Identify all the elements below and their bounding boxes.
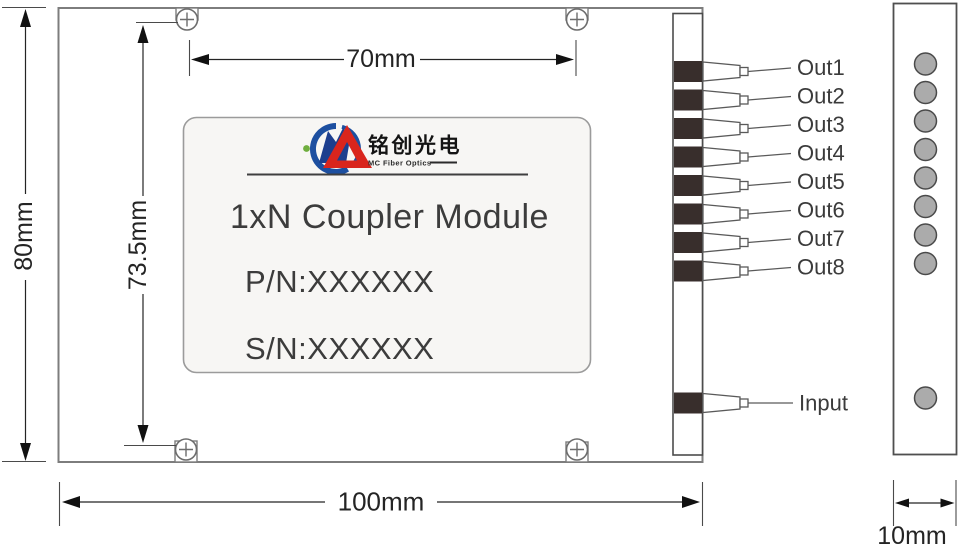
port-hole bbox=[913, 52, 938, 76]
serial-number: S/N:XXXXXX bbox=[245, 331, 434, 366]
port-hole bbox=[913, 137, 938, 162]
arrow-down-icon bbox=[20, 443, 31, 461]
front-view: Out1 Out2 Out3 Out4 Out5 Out6 Out7 Out8 bbox=[57, 7, 848, 463]
output-connector-8 bbox=[673, 259, 749, 283]
output-connector-1 bbox=[673, 60, 749, 83]
extension-lines bbox=[892, 480, 957, 526]
screw-top-right bbox=[565, 7, 589, 31]
brand-logo bbox=[303, 123, 372, 175]
arrow-up-icon bbox=[137, 25, 149, 43]
arrow-right-icon bbox=[940, 498, 955, 508]
port-hole bbox=[913, 194, 938, 219]
dimension-label: 10mm bbox=[877, 522, 946, 550]
brand-name-en: MC Fiber Optics bbox=[368, 159, 432, 168]
output-port-label: Out7 bbox=[797, 226, 845, 251]
leader-line bbox=[747, 181, 792, 187]
port-hole bbox=[913, 109, 938, 133]
leader-line bbox=[747, 67, 792, 73]
screw-top-left bbox=[175, 7, 199, 31]
screw-cross-icon bbox=[179, 442, 193, 457]
port-hole bbox=[913, 80, 938, 105]
output-port-label: Out5 bbox=[797, 169, 845, 194]
dimension-10mm: 10mm bbox=[877, 480, 957, 550]
output-port-label: Out2 bbox=[797, 84, 845, 109]
leader-line bbox=[747, 238, 792, 244]
dimension-100mm: 100mm bbox=[58, 482, 704, 526]
output-port-label: Out1 bbox=[797, 55, 845, 80]
output-connector-4 bbox=[673, 145, 749, 169]
input-connector-body bbox=[673, 391, 749, 415]
leader-line bbox=[747, 209, 792, 215]
leader-line bbox=[747, 266, 792, 272]
output-connector-2 bbox=[673, 88, 749, 112]
leader-line bbox=[747, 124, 792, 130]
arrow-up-icon bbox=[20, 9, 31, 27]
label-plate-background bbox=[182, 116, 592, 374]
arrow-left-icon bbox=[62, 496, 80, 508]
leader-line bbox=[747, 95, 792, 101]
output-port-label: Out8 bbox=[797, 255, 845, 280]
screw-cross-icon bbox=[570, 12, 584, 27]
label-plate: 铭创光电 MC Fiber Optics 1xN Coupler Module … bbox=[182, 116, 592, 374]
output-port-label: Out4 bbox=[797, 141, 845, 166]
leader-line bbox=[747, 152, 792, 158]
output-connectors: Out1 Out2 Out3 Out4 Out5 Out6 Out7 Out8 bbox=[673, 55, 845, 283]
input-connector: Input bbox=[673, 391, 848, 416]
output-port-label: Out6 bbox=[797, 198, 845, 223]
dimension-label: 73.5mm bbox=[124, 200, 152, 290]
logo-dot-icon bbox=[303, 145, 310, 152]
dimension-70mm: 70mm bbox=[188, 40, 577, 76]
output-connector-3 bbox=[673, 117, 749, 140]
dimension-73-5mm: 73.5mm bbox=[124, 21, 178, 447]
extension-lines bbox=[124, 21, 178, 447]
port-hole bbox=[913, 251, 938, 276]
port-hole bbox=[913, 166, 938, 190]
input-port-label: Input bbox=[799, 391, 848, 416]
extension-lines bbox=[2, 6, 46, 463]
output-port-label: Out3 bbox=[797, 112, 845, 137]
brand-name-cn: 铭创光电 bbox=[368, 134, 462, 158]
logo-a-icon bbox=[323, 125, 372, 168]
port-hole bbox=[913, 223, 938, 247]
side-view bbox=[892, 2, 958, 456]
dimension-label: 100mm bbox=[338, 487, 425, 517]
output-connector-7 bbox=[673, 231, 749, 254]
extension-lines bbox=[188, 40, 577, 76]
dimension-80mm: 80mm bbox=[2, 6, 46, 463]
product-title: 1xN Coupler Module bbox=[230, 198, 549, 236]
screw-cross-icon bbox=[180, 12, 194, 27]
arrow-right-icon bbox=[556, 54, 574, 65]
screw-cross-icon bbox=[570, 442, 584, 457]
arrow-left-icon bbox=[191, 54, 209, 65]
arrow-right-icon bbox=[682, 496, 700, 508]
arrow-left-icon bbox=[895, 498, 909, 508]
screw-bottom-right bbox=[565, 438, 589, 463]
input-port-hole bbox=[913, 386, 938, 410]
screw-bottom-left bbox=[174, 438, 198, 463]
logo-swirl-icon bbox=[310, 123, 349, 175]
output-connector-6 bbox=[673, 202, 749, 226]
part-number: P/N:XXXXXX bbox=[245, 264, 434, 299]
extension-lines bbox=[58, 482, 704, 526]
dimension-label: 80mm bbox=[10, 201, 38, 270]
dimension-label: 70mm bbox=[346, 45, 415, 73]
output-connector-5 bbox=[673, 174, 749, 197]
arrow-down-icon bbox=[137, 425, 149, 443]
